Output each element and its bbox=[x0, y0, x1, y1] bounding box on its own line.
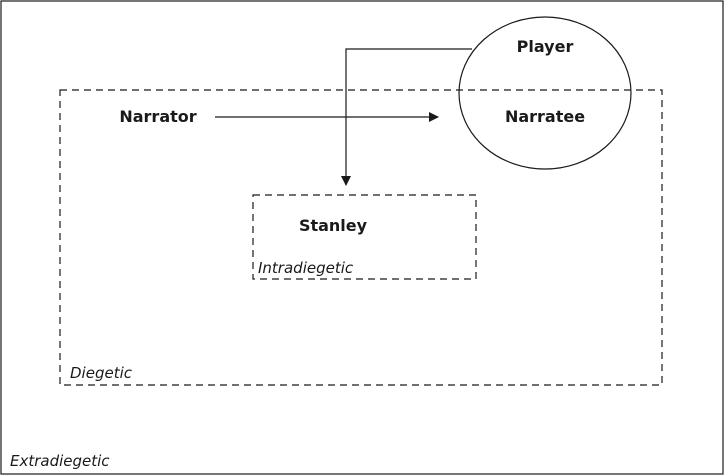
intradiegetic-label: Intradiegetic bbox=[258, 259, 354, 277]
diegetic-region bbox=[59, 89, 663, 386]
narrator-label: Narrator bbox=[119, 107, 196, 126]
player-narratee-circle bbox=[458, 16, 632, 170]
extradiegetic-label: Extradiegetic bbox=[10, 452, 110, 470]
stanley-label: Stanley bbox=[299, 216, 368, 235]
intradiegetic-region bbox=[252, 194, 477, 280]
narratee-label: Narratee bbox=[505, 107, 585, 126]
player-label: Player bbox=[517, 37, 574, 56]
diegetic-label: Diegetic bbox=[70, 364, 133, 382]
player-to-stanley-arrow bbox=[341, 48, 472, 186]
